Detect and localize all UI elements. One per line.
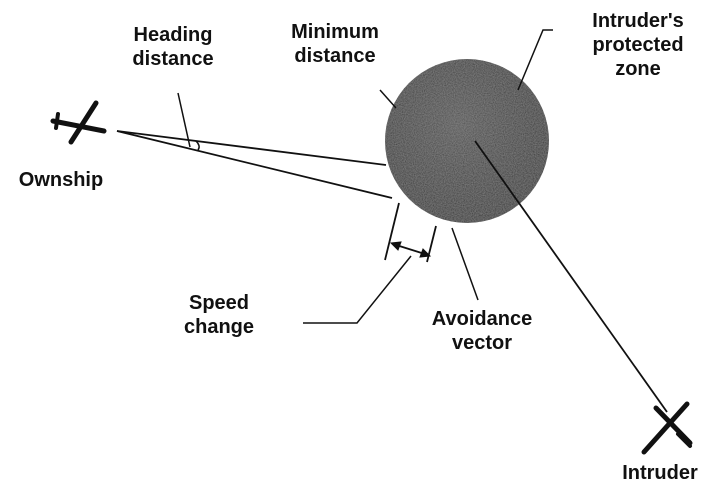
avoidance-vector-leader (451, 227, 479, 301)
minimum-distance-line-2: distance (294, 45, 376, 67)
speed-change-label: Speed change (164, 291, 274, 339)
minimum-distance-line-1: Minimum (291, 21, 379, 43)
avoidance-vector-line-1: Avoidance (431, 308, 533, 330)
intruder-track-line (474, 140, 668, 413)
speed-change-leader (303, 255, 412, 324)
speed-change-line-2: change (183, 316, 255, 338)
speed-change-marker (384, 202, 437, 263)
heading-distance-label: Heading distance (118, 23, 228, 71)
heading-line (116, 130, 387, 166)
heading-distance-line-2: distance (132, 48, 214, 70)
heading-distance-line-1: Heading (133, 24, 213, 46)
protected-zone-circle (385, 59, 549, 223)
avoidance-vector-label: Avoidance vector (412, 307, 552, 355)
avoidance-vector-line-2: vector (451, 332, 513, 354)
protected-zone-leader (517, 29, 553, 91)
intruder-label: Intruder (622, 462, 698, 484)
heading-angle-arc (195, 140, 200, 151)
protected-zone-label: Intruder's protected zone (572, 9, 704, 81)
protected-zone-line-3: zone (615, 58, 661, 80)
heading-distance-leader (177, 92, 191, 148)
ownship-label: Ownship (18, 169, 104, 191)
protected-zone-line-2: protected (592, 34, 684, 56)
speed-change-line-1: Speed (188, 292, 250, 314)
intruder-aircraft-icon (641, 401, 693, 455)
minimum-distance-leader (379, 89, 397, 109)
minimum-distance-label: Minimum distance (272, 20, 398, 68)
ownship-aircraft-icon (50, 100, 107, 145)
tangent-line (116, 130, 393, 199)
protected-zone-line-1: Intruder's (592, 10, 684, 32)
